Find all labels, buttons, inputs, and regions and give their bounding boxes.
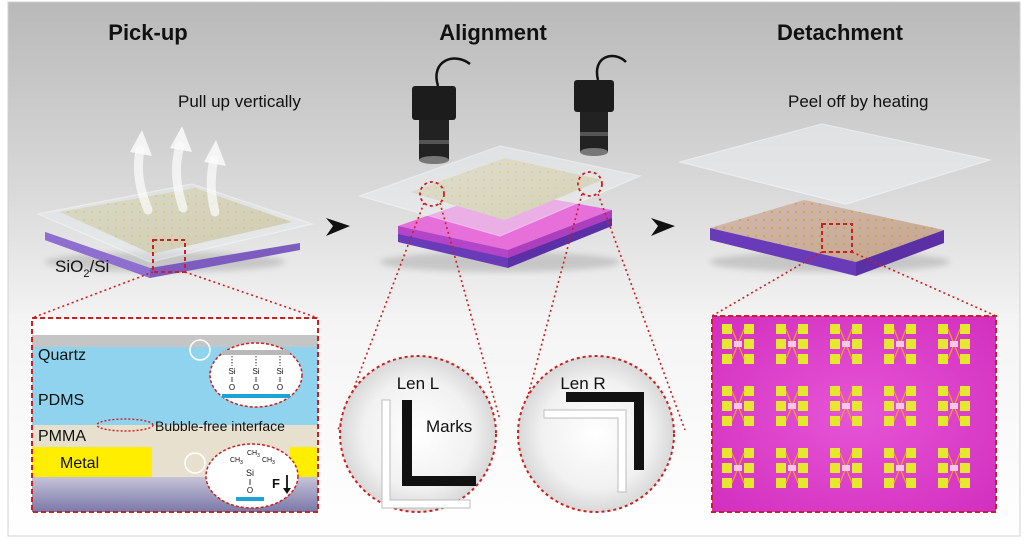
pickup-zoom-box xyxy=(152,239,186,273)
device-cell xyxy=(884,448,916,488)
detachment-zoom-box xyxy=(821,223,853,253)
white-mark-left xyxy=(381,399,471,509)
quartz-layer xyxy=(32,335,318,347)
device-cell xyxy=(830,324,862,364)
device-cell xyxy=(776,448,808,488)
camera-right xyxy=(574,54,627,156)
detachment-stack xyxy=(677,123,993,276)
detachment-title: Detachment xyxy=(777,20,904,45)
svg-text:O: O xyxy=(277,383,283,392)
detachment-note: Peel off by heating xyxy=(788,92,929,111)
svg-text:CH3: CH3 xyxy=(247,450,260,459)
device-cell xyxy=(776,386,808,426)
device-cell xyxy=(830,448,862,488)
svg-text:O: O xyxy=(253,383,259,392)
device-cell xyxy=(776,324,808,364)
device-cell xyxy=(884,324,916,364)
force-arrow xyxy=(283,488,291,494)
top-bond-inset: Si Si Si O O O xyxy=(209,342,303,408)
alignment-stack xyxy=(358,54,642,272)
substrate-label: SiO2/Si xyxy=(55,257,109,280)
camera-left xyxy=(412,57,471,164)
svg-text:Si: Si xyxy=(228,367,235,376)
svg-text:Si: Si xyxy=(252,367,259,376)
lens-right-view: Len R xyxy=(517,355,675,513)
device-array xyxy=(722,324,970,488)
svg-text:CH3: CH3 xyxy=(262,457,275,466)
device-cell xyxy=(722,324,754,364)
pdms-label: PDMS xyxy=(38,392,84,409)
metal-layer xyxy=(32,447,152,477)
black-mark-right xyxy=(566,392,644,470)
interface-ellipse xyxy=(96,418,154,432)
bottom-bond-pointer xyxy=(184,452,206,474)
pickup-stack xyxy=(35,126,315,278)
device-cell xyxy=(884,386,916,426)
alignment-title: Alignment xyxy=(439,20,547,45)
lens-right-title: Len R xyxy=(560,374,605,393)
device-cell xyxy=(722,448,754,488)
svg-text:Si: Si xyxy=(246,468,254,478)
black-mark-left xyxy=(402,400,476,486)
left-mark-circle xyxy=(419,181,445,207)
force-label: F xyxy=(272,476,280,491)
step-arrow-2 xyxy=(651,218,675,236)
metal-label: Metal xyxy=(60,455,99,472)
zoom-connectors xyxy=(31,193,997,431)
svg-text:Si: Si xyxy=(276,367,283,376)
pickup-title: Pick-up xyxy=(108,20,187,45)
device-array-panel xyxy=(711,315,997,513)
lens-left-view: Len L Marks xyxy=(339,355,497,513)
top-bond-pointer xyxy=(189,339,211,361)
white-mark-right xyxy=(543,409,627,493)
lift-arrows xyxy=(130,126,226,217)
marks-label: Marks xyxy=(426,417,472,436)
bottom-bond-inset: CH3 CH3 CH3 Si O F xyxy=(205,443,299,509)
svg-text:O: O xyxy=(229,383,235,392)
device-cell xyxy=(722,386,754,426)
lens-left-title: Len L xyxy=(397,374,440,393)
quartz-label: Quartz xyxy=(38,347,86,364)
device-cell xyxy=(830,386,862,426)
figure-frame xyxy=(7,1,1021,537)
device-cell xyxy=(938,324,970,364)
pickup-note: Pull up vertically xyxy=(178,92,301,111)
right-mark-circle xyxy=(577,171,603,197)
interface-label: Bubble-free interface xyxy=(155,418,285,434)
step-arrow-1 xyxy=(326,218,350,236)
cross-section-panel: Quartz PDMS PMMA Metal Bubble-free inter… xyxy=(31,317,319,513)
pmma-label: PMMA xyxy=(38,428,86,445)
device-cell xyxy=(938,448,970,488)
device-cell xyxy=(938,386,970,426)
svg-text:CH3: CH3 xyxy=(230,457,243,466)
svg-text:O: O xyxy=(247,486,253,495)
